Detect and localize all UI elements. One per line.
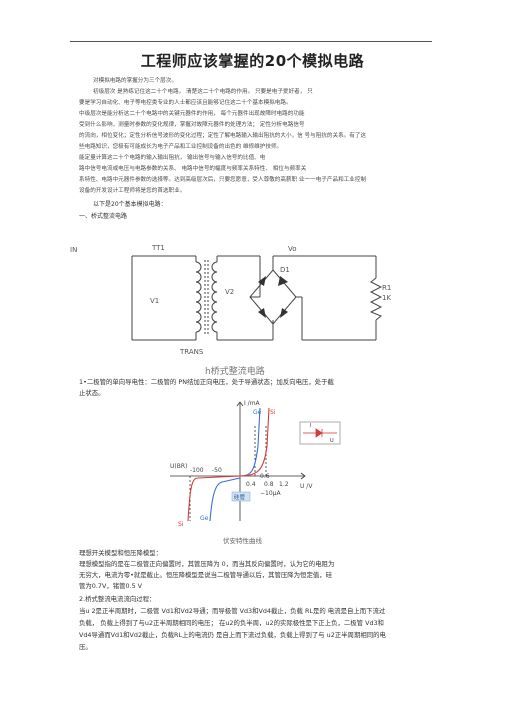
point2-line: 当u 2是正半周期时，二极管 Vd1和Vd2导通；而导极管 Vd3和Vd4截止，…	[79, 607, 386, 615]
annotation-si-box: 硅管	[234, 493, 246, 501]
model-line: 管为0.7V，锗管0.5 V	[79, 582, 143, 590]
chart-caption: 伏安特性曲线	[223, 537, 262, 545]
chart-y-label: I /mA	[244, 400, 261, 407]
tick-label: 0.4	[246, 481, 256, 488]
section-heading: 一、桥式整流电路	[79, 213, 128, 220]
circuit-caption: h桥式整流电路	[205, 367, 265, 377]
intro-line: 路中信号电流或电压与电路参数的关系、 电路中信号的幅度与频率关系特性、 相位与频…	[79, 166, 307, 172]
point2-line: 压。	[79, 643, 92, 651]
point2-line: 负载， 负载上得到了与u2正半周期相同的电压； 在u2的负半周，u2的实际极性是…	[79, 619, 384, 627]
annotation-ubr: U(BR)	[170, 463, 187, 470]
label-tt1: TT1	[151, 244, 165, 252]
inset-voltage-label: U	[330, 438, 334, 444]
curve-label-ge: Ge	[253, 409, 262, 416]
tick-label: -100	[190, 467, 204, 474]
label-r1-value: 1K	[382, 294, 391, 302]
page-title: 工程师应该掌握的20个模拟电路	[140, 52, 365, 70]
label-v1: V1	[150, 297, 159, 305]
chart-x-label: U /V	[300, 483, 313, 490]
intro-line: 中级层次是能分析这二十个电路中的关键元器件的作用， 每个元器件出现故障时电路的功…	[79, 111, 305, 117]
bridge-rectifier-diagram: IN TT1 Vo D1 V1 V2 R1 1K TRANS	[70, 244, 391, 356]
header-rule	[70, 41, 432, 42]
intro-line: 些电路知识，您极有可能成长为电子产品和工业控制设备的出色的 维修维护技师。	[79, 144, 283, 150]
tick-label: 1.2	[279, 481, 289, 488]
intro-line: 初级层次 是熟练记住这二十个电路， 清楚这二十个电路的作用。 只要是电子爱好者，…	[93, 89, 313, 95]
label-trans: TRANS	[179, 348, 204, 356]
intro-line: 能定量计算这二十个电路的输入输出阻抗， 输出信号与输入信号的比值、电	[79, 155, 266, 161]
label-v2: V2	[225, 288, 234, 296]
intro-line: 要是学习自动化、电子等电控类专业的人士都应该且能够记住这二十个基本模拟电路。	[79, 100, 292, 106]
model-line: 无穷大，电流为零•就是截止。恒压降模型是说当二极管导通以后，其管压降为恒定值，硅	[79, 571, 333, 579]
annotation-threshold: 0.6	[260, 473, 270, 480]
point1-line: 止状态。	[79, 389, 105, 397]
model-line: 理想开关模型和恒压降模型：	[79, 549, 163, 557]
reverse-label-ge: Ge	[200, 515, 209, 522]
intro-line: 的流向，相位变化；定性分析信号波形的变化过程；定性了解电路输入输出阻抗的大小，信…	[79, 133, 367, 139]
label-vo: Vo	[288, 245, 297, 253]
curve-label-si: Si	[270, 409, 276, 416]
intro-line: 系特性、电路中元器件参数的选择等。达到高级层次后，只要您愿意，受人尊敬的高薪职 …	[79, 177, 367, 183]
intro-line: 对模拟电路的掌握分为三个层次。	[93, 78, 177, 84]
point1-line: 1•二极管的单向导电性：二极管的 PN结加正向电压，处于导通状态；加反向电压，处…	[79, 378, 334, 386]
label-d1: D1	[280, 266, 290, 274]
intro-line: 设备的开发设计工程师将是您的首选职业。	[79, 188, 186, 194]
label-in: IN	[70, 246, 77, 254]
list-intro: 以下是20个基本模拟电路：	[93, 201, 167, 208]
tick-label: -50	[212, 467, 222, 474]
tick-label: 0.8	[264, 481, 274, 488]
reverse-label-si: Si	[178, 521, 184, 528]
point2-line: 2.桥式整流电流流向过程：	[79, 595, 156, 603]
inset-current-label: I	[310, 423, 311, 429]
intro-line: 受到什么影响，测量时参数的变化规律，掌握对故障元器件的处理方法； 定性分析电路信…	[79, 122, 305, 128]
label-r1: R1	[382, 284, 391, 292]
annotation-neg-current: −10μA	[260, 490, 281, 497]
inset-diode	[299, 421, 341, 445]
iv-characteristic-chart: I /mA U /V Ge Si -100 -50 0.4 0.8 1.2 U(…	[170, 400, 341, 528]
point2-line: Vd4导通而Vd1和Vd2截止，负载RL上的电流仍 是自上而下流过负载，负载上得…	[79, 631, 386, 639]
model-line: 理想模型指的是在二极管正向偏置时，其管压降为 0，而当其反向偏置时，认为它的电阻…	[79, 560, 335, 568]
